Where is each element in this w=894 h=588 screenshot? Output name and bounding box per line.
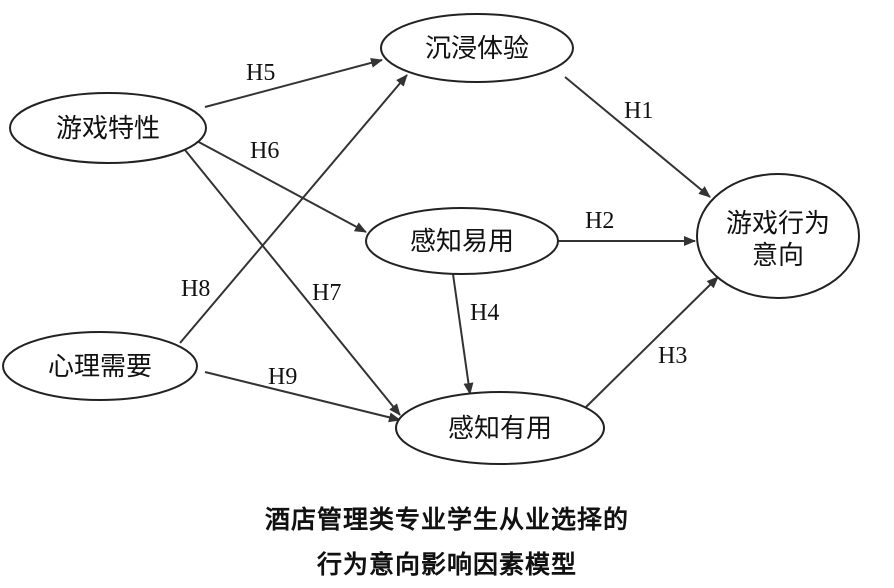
edge-h9 (204, 371, 401, 423)
edge-label-h8: H8 (181, 276, 210, 302)
node-psych-needs: 心理需要 (2, 331, 198, 401)
node-immersion-label: 沉浸体验 (425, 34, 529, 64)
edge-label-h6: H6 (250, 138, 279, 164)
edge-h4 (451, 266, 474, 395)
node-behavioral-intention: 游戏行为 意向 (696, 173, 860, 299)
model-diagram: H5 H6 H7 H8 H9 H1 H2 H3 H4 游戏特性 沉浸体验 感知易… (2, 13, 860, 465)
edge-h1 (564, 76, 711, 198)
edge-label-h1: H1 (624, 98, 653, 124)
edge-label-h7: H7 (312, 280, 341, 306)
edge-h5 (204, 57, 383, 108)
node-behavioral-intention-label-line1: 游戏行为 (726, 209, 830, 239)
node-perceived-usefulness: 感知有用 (395, 391, 605, 465)
edge-label-h3: H3 (658, 343, 687, 369)
node-perceived-ease: 感知易用 (365, 207, 559, 275)
edge-label-h2: H2 (585, 208, 614, 234)
figure-caption-line-2: 行为意向影响因素模型 (316, 550, 577, 579)
edge-label-h9: H9 (268, 364, 297, 390)
node-psych-needs-label: 心理需要 (48, 352, 152, 382)
edge-h3 (585, 276, 719, 408)
node-behavioral-intention-label-line2: 意向 (752, 241, 804, 271)
node-immersion: 沉浸体验 (380, 13, 574, 83)
edge-h7 (184, 149, 401, 416)
edge-h8 (179, 74, 408, 344)
edge-label-h4: H4 (470, 300, 499, 326)
edge-label-h5: H5 (246, 60, 275, 86)
node-game-features-label: 游戏特性 (56, 114, 160, 144)
figure-caption-line-1: 酒店管理类专业学生从业选择的 (264, 505, 629, 534)
edge-h6 (194, 139, 367, 233)
node-perceived-ease-label: 感知易用 (410, 227, 514, 257)
node-perceived-usefulness-label: 感知有用 (448, 414, 552, 444)
node-game-features: 游戏特性 (9, 92, 207, 164)
